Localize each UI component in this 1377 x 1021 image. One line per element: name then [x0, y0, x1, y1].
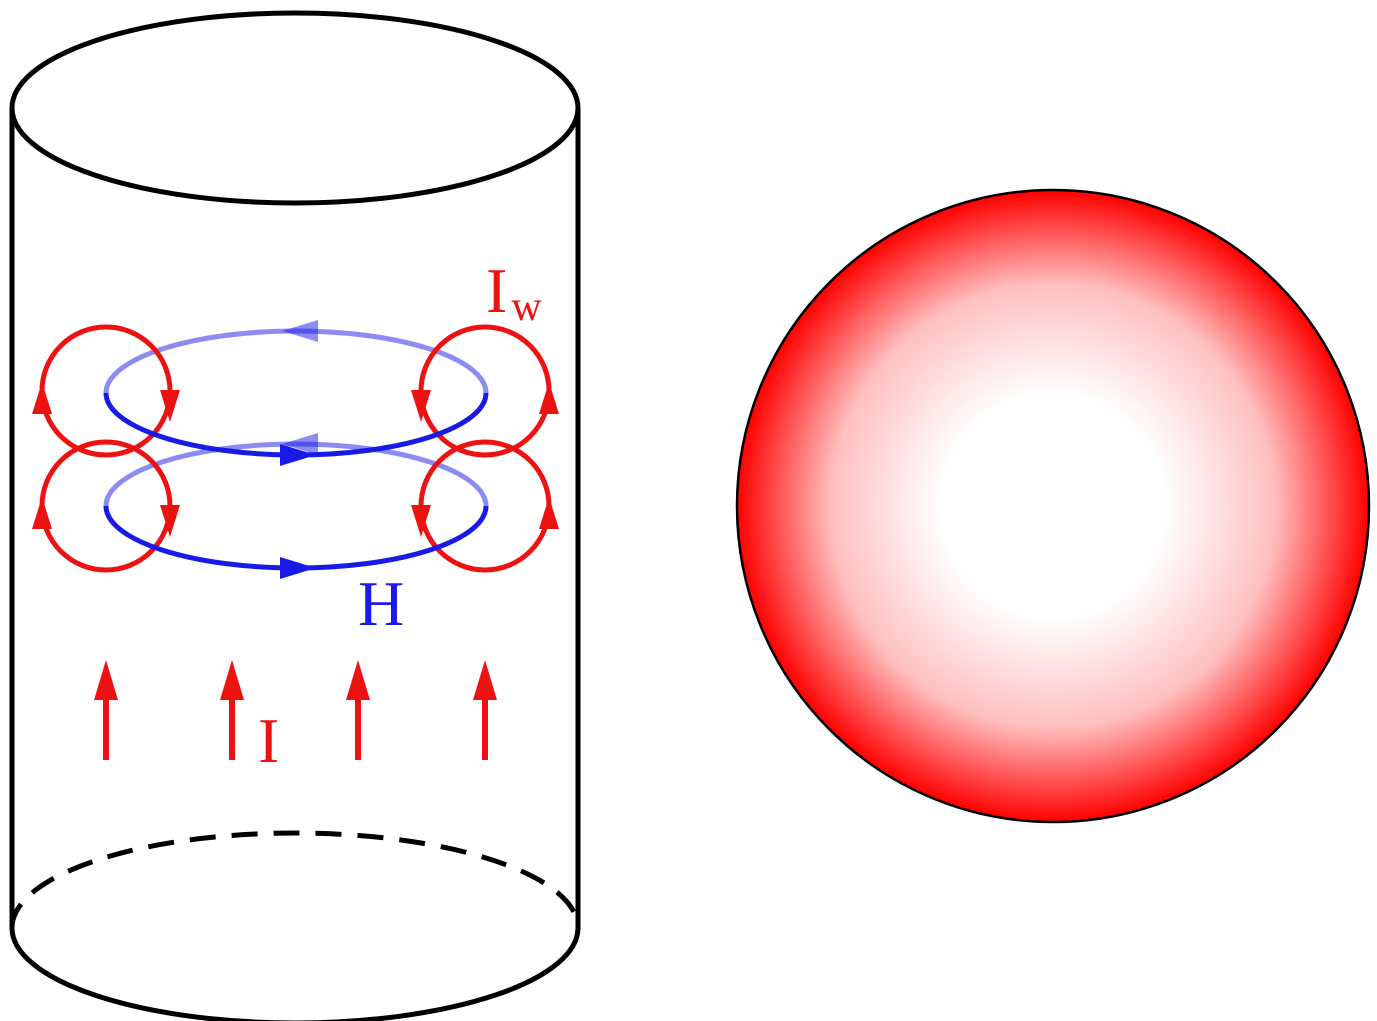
vortex-arrow-ur-right	[539, 382, 559, 414]
field-arrow-lower-back	[282, 433, 318, 455]
vortex-current-arrows	[32, 382, 559, 537]
gradient-sphere	[735, 188, 1371, 824]
current-arrow-2-head	[220, 660, 244, 700]
cylinder-bottom-front-arc	[9, 927, 581, 1021]
vortex-arrow-ul-left	[32, 382, 52, 414]
field-arrow-lower-front	[280, 557, 316, 579]
magnetic-field-label: H	[358, 568, 404, 639]
vortex-arrow-ul-right	[160, 390, 180, 422]
field-arrows-back	[282, 320, 318, 455]
vortex-current-label-subscript: w	[511, 284, 542, 330]
field-arrow-upper-back	[282, 320, 318, 342]
vortex-arrow-ll-left	[32, 497, 52, 529]
vortex-arrow-ur-left	[411, 390, 431, 422]
current-arrow-4-head	[473, 660, 497, 700]
current-label: I	[258, 705, 279, 776]
cylinder-bottom-back-arc-dashed	[9, 830, 581, 929]
vortex-arrow-lr-left	[411, 505, 431, 537]
current-arrow-1-head	[94, 660, 118, 700]
vortex-current-label: Iw	[486, 255, 542, 330]
vortex-current-label-main: I	[486, 255, 507, 326]
current-arrows	[94, 660, 497, 760]
field-arrows-front	[280, 444, 316, 579]
field-arrow-upper-front	[280, 444, 316, 466]
cylinder	[9, 10, 581, 1021]
vortex-arrow-ll-right	[160, 505, 180, 537]
vortex-arrow-lr-right	[539, 497, 559, 529]
cylinder-top-ellipse	[9, 10, 581, 206]
current-arrow-3-head	[346, 660, 370, 700]
vortex-current-loops	[39, 324, 552, 573]
